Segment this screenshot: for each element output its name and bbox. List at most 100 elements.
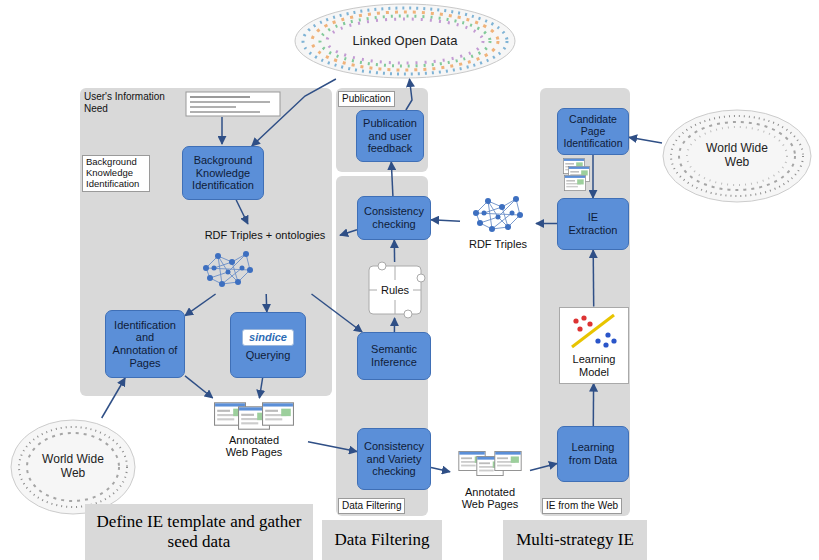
data-node: RDF Triples + ontologies <box>190 224 340 294</box>
node-text: Data Filtering <box>335 530 430 550</box>
node-text: Multi-strategy IE <box>516 530 634 550</box>
node-text: Querying <box>246 349 291 362</box>
cloud-node: World Wide Web <box>662 108 812 204</box>
text-group: Publication and user feedback <box>361 117 419 155</box>
text-group: Rules <box>381 284 409 297</box>
node-text: Learning Model <box>564 353 624 378</box>
process-box: Semantic Inference <box>357 332 431 380</box>
query-snippet <box>186 92 280 116</box>
process-box: IE Extraction <box>557 198 629 250</box>
stage-panel: PublicationPublication and user feedback <box>336 88 428 172</box>
node-text: World Wide Web <box>701 142 773 170</box>
node-text: Annotated Web Pages <box>219 434 289 459</box>
data-node: Annotated Web Pages <box>200 398 308 464</box>
flow-arrow <box>185 294 216 316</box>
linked-data-cloud <box>295 4 515 78</box>
flow-arrow <box>259 378 262 398</box>
process-box: Identification and Annotation of Pages <box>105 310 185 378</box>
flow-arrow <box>406 79 412 110</box>
flow-arrow <box>252 79 336 146</box>
node-text: Publication and user feedback <box>361 117 419 155</box>
flow-arrow <box>592 250 594 307</box>
flow-arrow <box>236 200 248 224</box>
rdf-graph-icon <box>473 196 523 232</box>
flow-arrow <box>312 294 363 332</box>
data-node: Annotated Web Pages <box>450 446 530 516</box>
cloud-node: World Wide Web <box>8 418 138 516</box>
data-node: RDF Triples <box>460 190 536 256</box>
text-group: Linked Open Data <box>350 34 461 49</box>
text-group: Identification and Annotation of Pages <box>110 319 180 370</box>
web-cloud <box>663 110 811 202</box>
learning-model-icon <box>568 313 618 349</box>
text-group: sindiceQuerying <box>242 329 294 361</box>
web-page-thumbnails <box>459 451 521 475</box>
node-text: RDF Triples + ontologies <box>205 229 326 242</box>
flow-arrow <box>629 137 662 143</box>
node-text: IE Extraction <box>562 211 624 236</box>
process-box: Consistency and Variety checking <box>357 428 431 490</box>
flow-arrow <box>391 162 393 196</box>
caption-bar: Define IE template and gather seed data <box>85 504 313 560</box>
panel-label: Publication <box>338 91 395 107</box>
flow-arrow <box>431 468 450 472</box>
text-group: Consistency checking <box>362 205 426 230</box>
cloud-node: Linked Open Data <box>292 3 518 79</box>
flow-arrow <box>592 155 594 199</box>
process-box: Consistency checking <box>357 196 431 240</box>
caption-bar: Multi-strategy IE <box>503 520 647 560</box>
text-group: IE Extraction <box>562 211 624 236</box>
flow-arrow <box>265 294 267 312</box>
text-group: RDF Triples <box>469 238 527 251</box>
text-group: Semantic Inference <box>362 343 426 368</box>
stage-panel: Data Filtering Consistency checkingRulesS… <box>336 176 428 516</box>
rdf-graph-icon <box>203 251 253 287</box>
process-box: Learning from Data <box>557 426 629 482</box>
text-group: Define IE template and gather seed data <box>89 512 309 551</box>
node-text: World Wide Web <box>39 453 107 481</box>
process-box: Candidate Page Identification <box>557 108 629 155</box>
process-box: sindiceQuerying <box>230 312 306 378</box>
node-text: Background Knowledge Identification <box>187 154 259 192</box>
leader-arrow <box>221 117 223 144</box>
node-text: Consistency checking <box>362 205 426 230</box>
text-group: Annotated Web Pages <box>457 486 523 511</box>
panel-label: IE from the Web <box>542 498 622 514</box>
text-group: Learning Model <box>564 353 624 378</box>
flow-arrow <box>593 384 595 427</box>
web-page-thumbnails <box>215 403 294 429</box>
process-box: Background Knowledge Identification <box>182 146 264 200</box>
flow-arrow <box>536 223 557 225</box>
text-group: Multi-strategy IE <box>516 530 634 550</box>
text-group: World Wide Web <box>39 453 107 481</box>
flow-arrow <box>102 378 125 418</box>
text-group: Annotated Web Pages <box>219 434 289 459</box>
panel-label: Data Filtering <box>338 498 405 514</box>
caption-bar: Data Filtering <box>322 520 442 560</box>
flow-arrow <box>394 240 396 262</box>
node-text: Annotated Web Pages <box>457 486 523 511</box>
flow-arrow <box>185 376 213 398</box>
web-page-thumbnails <box>563 158 589 190</box>
text-group: Candidate Page Identification <box>562 113 624 149</box>
text-group: World Wide Web <box>701 142 773 170</box>
rules-puzzle-icon <box>369 262 425 318</box>
text-group: Consistency and Variety checking <box>362 440 426 478</box>
flow-arrow <box>431 220 460 221</box>
text-group: Data Filtering <box>335 530 430 550</box>
rules-node: Rules <box>365 262 425 318</box>
stage-panel: IE from the Web Candidate Page Identifica… <box>540 88 630 516</box>
free-label: User's Information Need <box>84 91 182 115</box>
node-text: Candidate Page Identification <box>562 113 624 149</box>
node-text: Identification and Annotation of Pages <box>110 319 180 370</box>
text-group: Learning from Data <box>562 441 624 466</box>
text-group: Background Knowledge Identification <box>187 154 259 192</box>
panel-label: Background Knowledge Identification <box>82 155 150 192</box>
model-box: Learning Model <box>559 307 629 384</box>
node-text: Linked Open Data <box>350 34 461 49</box>
flow-arrow <box>308 442 357 452</box>
node-text: Semantic Inference <box>362 343 426 368</box>
text-group: RDF Triples + ontologies <box>205 229 326 242</box>
node-text: RDF Triples <box>469 238 527 251</box>
